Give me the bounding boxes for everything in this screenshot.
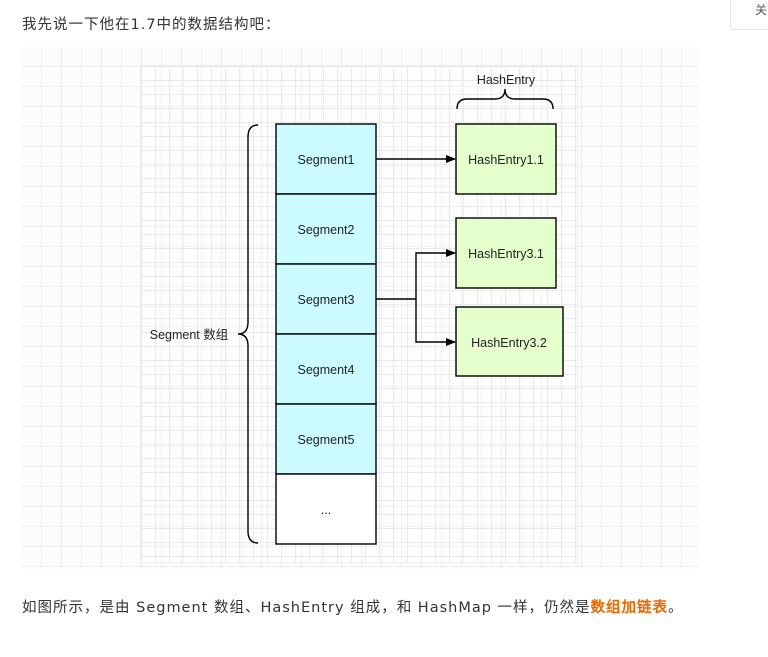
segment-label-4: Segment4 — [298, 363, 355, 377]
hashentry-label-1-1: HashEntry1.1 — [468, 153, 544, 167]
segment-label-2: Segment2 — [298, 223, 355, 237]
segment-cell-3: Segment3 — [275, 263, 377, 335]
segment-label-5: Segment5 — [298, 433, 355, 447]
segment-cell-ellipsis: ... — [275, 473, 377, 545]
segment-cell-2: Segment2 — [275, 193, 377, 265]
segment-array: Segment1 Segment2 Segment3 Segment4 Segm… — [275, 123, 377, 545]
segment-brace — [237, 124, 259, 544]
segment-cell-5: Segment5 — [275, 403, 377, 475]
hashentry-3-1: HashEntry3.1 — [455, 217, 557, 289]
segment-cell-4: Segment4 — [275, 333, 377, 405]
segment-group-label: Segment 数组 — [150, 327, 229, 342]
hashentry-3-2: HashEntry3.2 — [455, 306, 564, 377]
segment-label-1: Segment1 — [298, 153, 355, 167]
segment-label-ellipsis: ... — [321, 503, 331, 517]
hashentry-brace — [456, 88, 554, 110]
segment-cell-1: Segment1 — [275, 123, 377, 195]
hashentry-label-3-1: HashEntry3.1 — [468, 247, 544, 261]
arrow-segment3-to-entry31 — [376, 249, 456, 300]
arrow-segment3-to-entry32 — [415, 299, 456, 346]
hashentry-1-1: HashEntry1.1 — [455, 123, 557, 195]
footer-text: 如图所示，是由 Segment 数组、HashEntry 组成，和 HashMa… — [22, 600, 591, 616]
hashentry-group-label: HashEntry — [477, 73, 536, 87]
close-button[interactable]: 关 — [730, 0, 768, 30]
footer-end: 。 — [668, 600, 684, 616]
footer-paragraph: 如图所示，是由 Segment 数组、HashEntry 组成，和 HashMa… — [22, 594, 702, 623]
segment-label-3: Segment3 — [298, 293, 355, 307]
footer-highlight: 数组加链表 — [590, 600, 669, 616]
hashentry-label-3-2: HashEntry3.2 — [471, 336, 547, 350]
intro-text: 我先说一下他在1.7中的数据结构吧： — [22, 17, 281, 33]
